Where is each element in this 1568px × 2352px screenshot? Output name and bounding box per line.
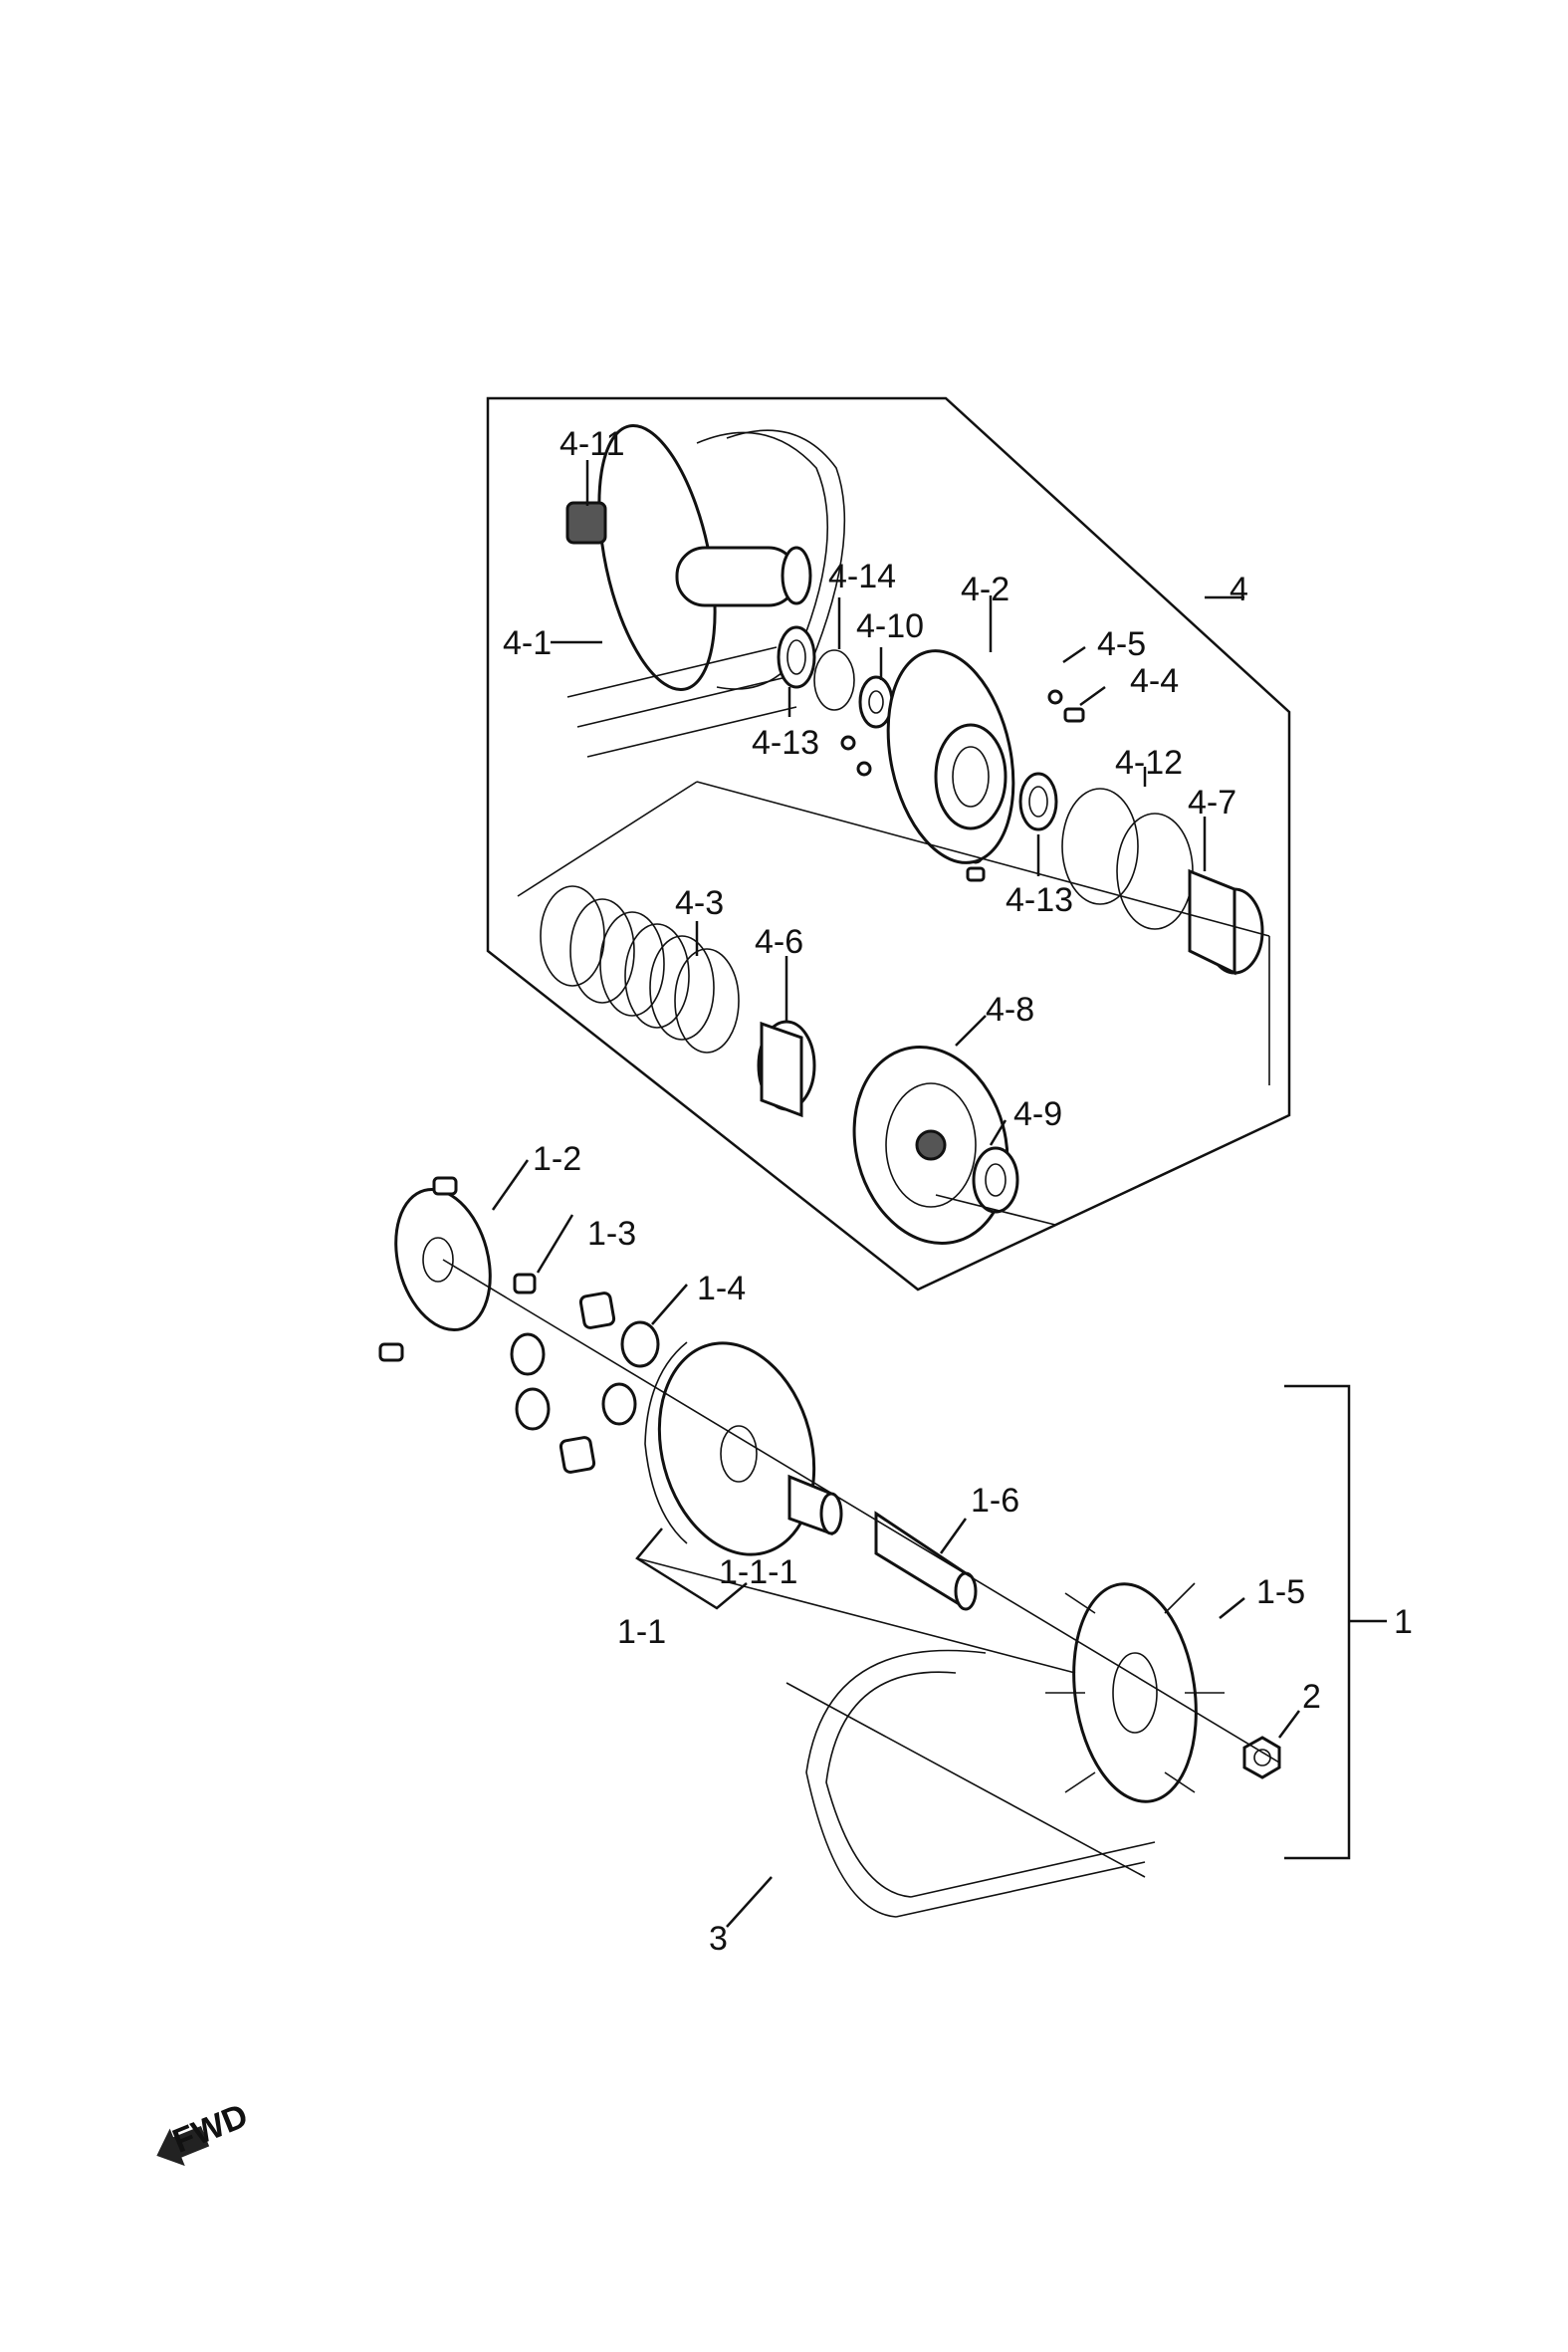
fan-drive-face-1-5 — [1045, 1582, 1225, 1803]
label-1-3: 1-3 — [587, 1215, 636, 1253]
label-4-12: 4-12 — [1115, 744, 1183, 782]
label-4-9: 4-9 — [1013, 1095, 1062, 1133]
assembly-1-bracket — [1284, 1384, 1351, 1860]
assembly-4-outline — [486, 396, 1291, 1292]
movable-drive-face-1-1 — [644, 1341, 816, 1556]
label-4-13-lower: 4-13 — [1006, 881, 1073, 919]
label-4-11: 4-11 — [560, 425, 625, 463]
collar-4-7 — [1188, 868, 1264, 976]
collar-1-1-1 — [787, 1474, 843, 1536]
bracket-1-1 — [635, 1528, 748, 1610]
spring-4-3 — [540, 885, 740, 1054]
label-4-1: 4-1 — [503, 624, 552, 662]
slider-1-3 — [513, 1273, 537, 1294]
leader-lines — [491, 460, 1301, 1928]
label-4-6: 4-6 — [755, 923, 803, 961]
label-4-14: 4-14 — [828, 558, 896, 595]
label-4-7: 4-7 — [1188, 784, 1236, 822]
label-1-6: 1-6 — [971, 1482, 1019, 1520]
clutch-assembly-4-8 — [852, 1045, 1009, 1246]
label-1: 1 — [1394, 1603, 1413, 1641]
nut-4-9 — [972, 1146, 1019, 1214]
driven-pulley-4-1 — [597, 424, 846, 691]
label-1-4: 1-4 — [697, 1270, 746, 1307]
label-4-13-upper: 4-13 — [752, 724, 819, 762]
label-1-1-1: 1-1-1 — [719, 1553, 797, 1591]
label-2: 2 — [1302, 1678, 1321, 1716]
label-4-8: 4-8 — [986, 991, 1034, 1029]
oil-seal-4-13-upper — [777, 625, 816, 689]
label-4-3: 4-3 — [675, 884, 724, 922]
label-1-5: 1-5 — [1256, 1573, 1305, 1611]
o-rings-4-12 — [1061, 788, 1194, 930]
bearing-4-10 — [858, 675, 894, 729]
label-1-1: 1-1 — [617, 1613, 666, 1651]
oil-seal-4-13-lower — [1018, 772, 1058, 831]
guide-line-lower-4 — [935, 1194, 1056, 1226]
guide-lines-4 — [517, 781, 1270, 1085]
belt-section-upper — [566, 646, 797, 758]
drive-belt-3 — [785, 1649, 1156, 1918]
seal-collar-4-6 — [757, 1020, 816, 1118]
guide-lines-1 — [442, 1259, 1280, 1764]
label-4-5: 4-5 — [1097, 625, 1146, 663]
label-4: 4 — [1230, 571, 1248, 608]
nut-2 — [1242, 1736, 1281, 1779]
forward-arrow-icon: FWD — [156, 2097, 253, 2167]
needle-bearing-4-11 — [565, 501, 607, 545]
rollers-1-4 — [510, 1292, 660, 1474]
circlip-4-14 — [813, 649, 855, 711]
label-3: 3 — [709, 1920, 728, 1958]
label-4-2: 4-2 — [961, 571, 1009, 608]
label-4-10: 4-10 — [856, 607, 924, 645]
label-1-2: 1-2 — [533, 1140, 581, 1178]
label-4-4: 4-4 — [1130, 662, 1179, 700]
fwd-badge-text: FWD — [167, 2097, 253, 2161]
sliding-sheave-4-2 — [886, 649, 1015, 864]
ramp-plate-1-2 — [378, 1176, 492, 1362]
drive-face-boss-1-6 — [874, 1511, 978, 1611]
